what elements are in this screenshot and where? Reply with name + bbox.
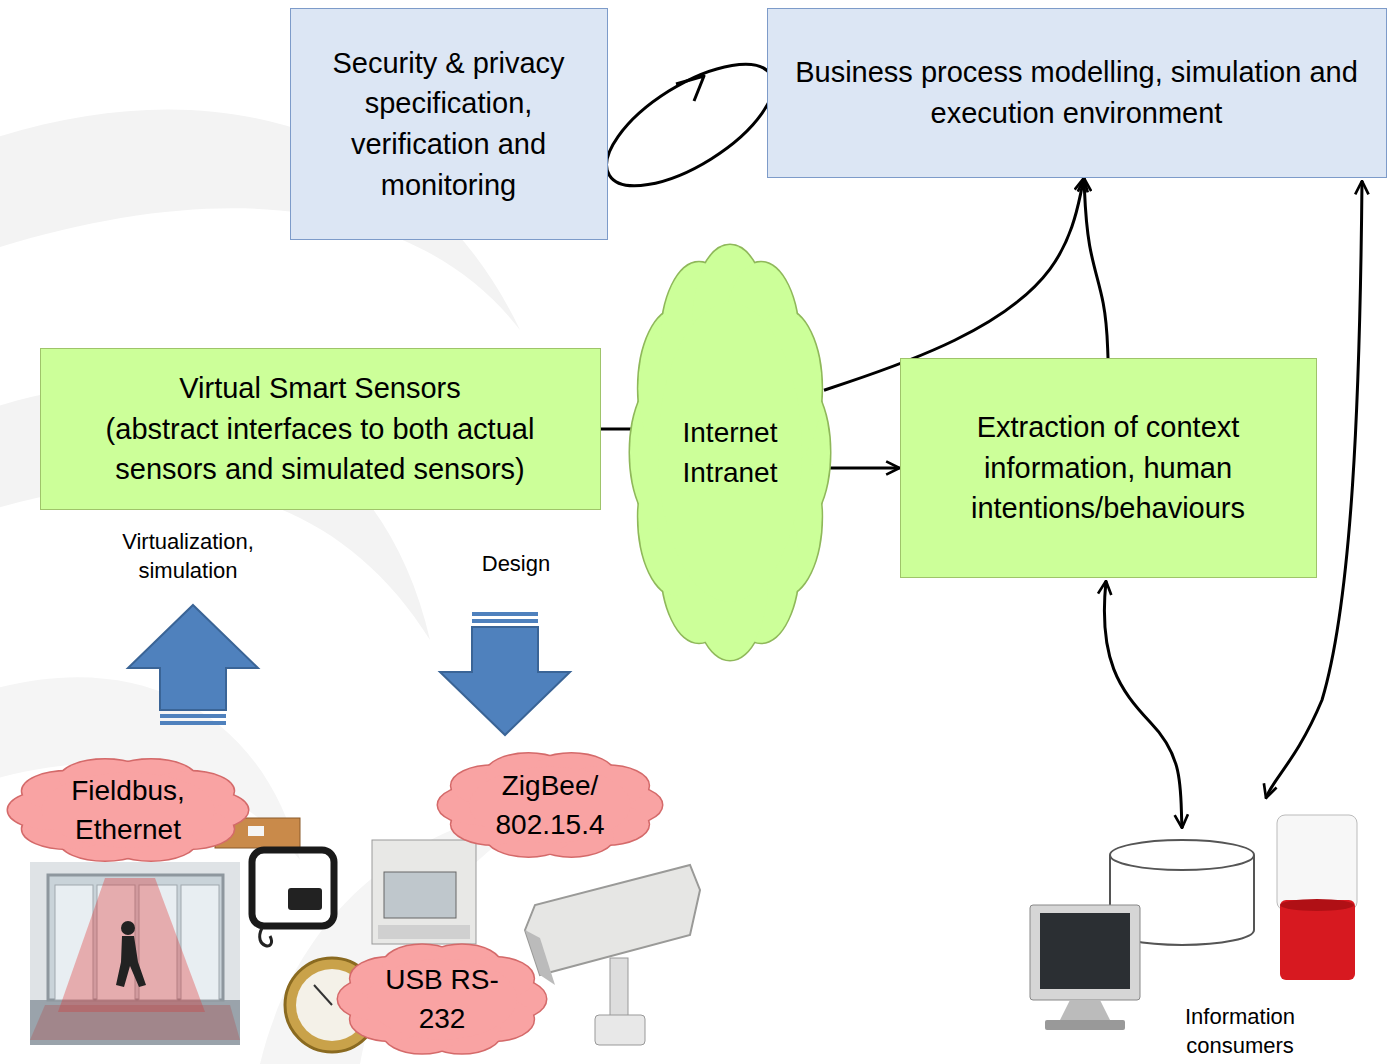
- alarm-siren: [1280, 900, 1355, 980]
- monitor-icon: [1030, 905, 1140, 1030]
- cloud-shape: [338, 943, 546, 1055]
- cloud-outline: [8, 760, 248, 861]
- monitor-icon: [1045, 1020, 1125, 1030]
- node-text: Extraction of context information, human…: [913, 407, 1304, 529]
- security-camera: [525, 865, 700, 1045]
- block-arrow-down: [472, 612, 538, 616]
- node-text-group: USB RS-232: [377, 960, 507, 1038]
- oven: [378, 925, 470, 939]
- node-text: Virtual Smart Sensors: [53, 368, 588, 409]
- consumer-arrows: [1104, 581, 1182, 828]
- cloud-shape: [8, 758, 248, 862]
- sliding-door-photo: [30, 862, 240, 1045]
- node-text-group: Internet Intranet: [665, 413, 795, 491]
- block-arrow-down: [440, 627, 570, 735]
- cloud-outline: [630, 245, 830, 660]
- cloud-fill: [338, 945, 546, 1054]
- cloud-bump: [658, 303, 802, 602]
- node-text: Business process modelling, simulation a…: [780, 52, 1374, 133]
- monitor-icon: [1060, 1000, 1110, 1020]
- network-cloud: Internet Intranet: [630, 245, 830, 660]
- process-box: Business process modelling, simulation a…: [767, 8, 1387, 178]
- node-text: (abstract interfaces to both actual sens…: [53, 409, 588, 490]
- monitor-icon: [1040, 913, 1130, 989]
- tag-strip: [248, 826, 264, 836]
- node-text: USB RS-232: [377, 960, 507, 1038]
- antenna-loop: [252, 850, 334, 926]
- alarm-siren: [1280, 899, 1354, 911]
- node-text-group: Virtual Smart Sensors(abstract interface…: [53, 368, 588, 490]
- block-arrow-down: [472, 619, 538, 623]
- cloud-outline: [338, 945, 546, 1054]
- cloud-shape: [438, 752, 662, 858]
- annotation-label: Design: [456, 550, 576, 579]
- cloud-bump: [367, 959, 517, 1040]
- node-text-group: ZigBee/ 802.15.4: [485, 766, 615, 844]
- sliding-door-photo: [58, 878, 205, 1012]
- connector: [1084, 178, 1108, 358]
- alarm-siren: [1277, 815, 1357, 910]
- oven: [384, 872, 456, 918]
- node-text: Internet Intranet: [665, 413, 795, 491]
- connector: [601, 428, 634, 431]
- node-text-group: Fieldbus, Ethernet: [53, 771, 203, 849]
- node-text-group: Extraction of context information, human…: [913, 407, 1304, 529]
- gauge: [314, 985, 332, 1005]
- database-cylinder: [1110, 840, 1254, 870]
- alarm-siren: [1277, 815, 1357, 980]
- security-camera: [610, 958, 628, 1018]
- block-arrow-up: [160, 721, 226, 725]
- block-arrow-up: [128, 605, 258, 710]
- sensor-box: Virtual Smart Sensors(abstract interface…: [40, 348, 601, 510]
- node-text: Fieldbus, Ethernet: [53, 771, 203, 849]
- sliding-door-photo: [116, 936, 146, 987]
- cycle-loop: [676, 76, 704, 101]
- cloud-outline: [438, 754, 662, 857]
- sliding-door-photo: [30, 862, 240, 1045]
- oven: [372, 840, 476, 944]
- annotation-label: Virtualization, simulation: [88, 528, 288, 585]
- cloud-fill: [630, 245, 830, 660]
- node-text-group: Security & privacy specification, verifi…: [303, 43, 595, 205]
- node-text: Security & privacy specification, verifi…: [303, 43, 595, 205]
- antenna-loop: [260, 928, 272, 946]
- sliding-door-photo: [30, 1005, 240, 1040]
- cycle-loop: [588, 41, 792, 210]
- antenna-loop: [252, 850, 334, 946]
- sliding-door-photo: [30, 1000, 240, 1045]
- cloud-fill: [438, 754, 662, 857]
- block-arrow-down: [440, 612, 570, 735]
- block-arrow-up: [160, 714, 226, 718]
- node-text: ZigBee/ 802.15.4: [485, 766, 615, 844]
- extraction-box: Extraction of context information, human…: [900, 358, 1317, 578]
- bus-cloud: ZigBee/ 802.15.4: [438, 752, 662, 858]
- cloud-bump: [658, 303, 802, 602]
- cloud-shape: [630, 245, 830, 660]
- antenna-loop: [288, 888, 322, 910]
- node-text-group: Business process modelling, simulation a…: [780, 52, 1374, 133]
- security-box: Security & privacy specification, verifi…: [290, 8, 608, 240]
- cloud-fill: [8, 760, 248, 861]
- cycle-loop: [588, 41, 792, 210]
- watermark-swirl: [0, 677, 300, 860]
- annotation-label: Information consumers: [1160, 1003, 1320, 1060]
- bus-cloud: Fieldbus, Ethernet: [8, 758, 248, 862]
- watermark-swirl: [0, 110, 560, 1064]
- block-arrow-up: [128, 605, 258, 725]
- monitor-icon: [1030, 905, 1140, 1000]
- connector: [827, 467, 900, 470]
- sliding-door-photo: [121, 921, 135, 935]
- bus-cloud: USB RS-232: [338, 943, 546, 1055]
- cloud-bump: [367, 959, 517, 1040]
- security-camera: [595, 1015, 645, 1045]
- oven: [372, 840, 476, 944]
